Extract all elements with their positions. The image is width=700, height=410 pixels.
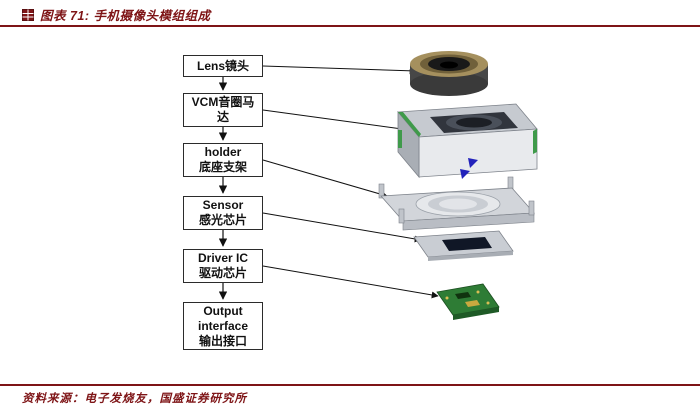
flow-box-driver-ic: Driver IC 驱动芯片 — [183, 249, 263, 283]
chart-table-icon — [22, 8, 34, 21]
flow-box-lens: Lens镜头 — [183, 55, 263, 77]
flow-box-vcm: VCM音圈马 达 — [183, 93, 263, 127]
callout-arrows — [262, 65, 447, 299]
figure-header: 图表 71: 手机摄像头模组组成 — [22, 5, 211, 24]
flow-box-output-interface: Output interface 输出接口 — [183, 302, 263, 350]
lens-barrel-3d — [410, 51, 488, 96]
source-note: 资料来源：电子发烧友，国盛证券研究所 — [22, 393, 247, 405]
sensor-plate-3d — [413, 230, 514, 261]
driver-pcb-3d — [436, 283, 500, 320]
flow-box-sensor: Sensor 感光芯片 — [183, 196, 263, 230]
flow-box-holder: holder 底座支架 — [183, 143, 263, 177]
figure-title: 图表 71: 手机摄像头模组组成 — [40, 9, 211, 23]
header-divider — [0, 25, 700, 27]
footer-divider — [0, 384, 700, 386]
holder-frame-3d — [378, 176, 535, 231]
vcm-housing-3d — [397, 103, 538, 179]
pointer-markers — [460, 158, 478, 179]
